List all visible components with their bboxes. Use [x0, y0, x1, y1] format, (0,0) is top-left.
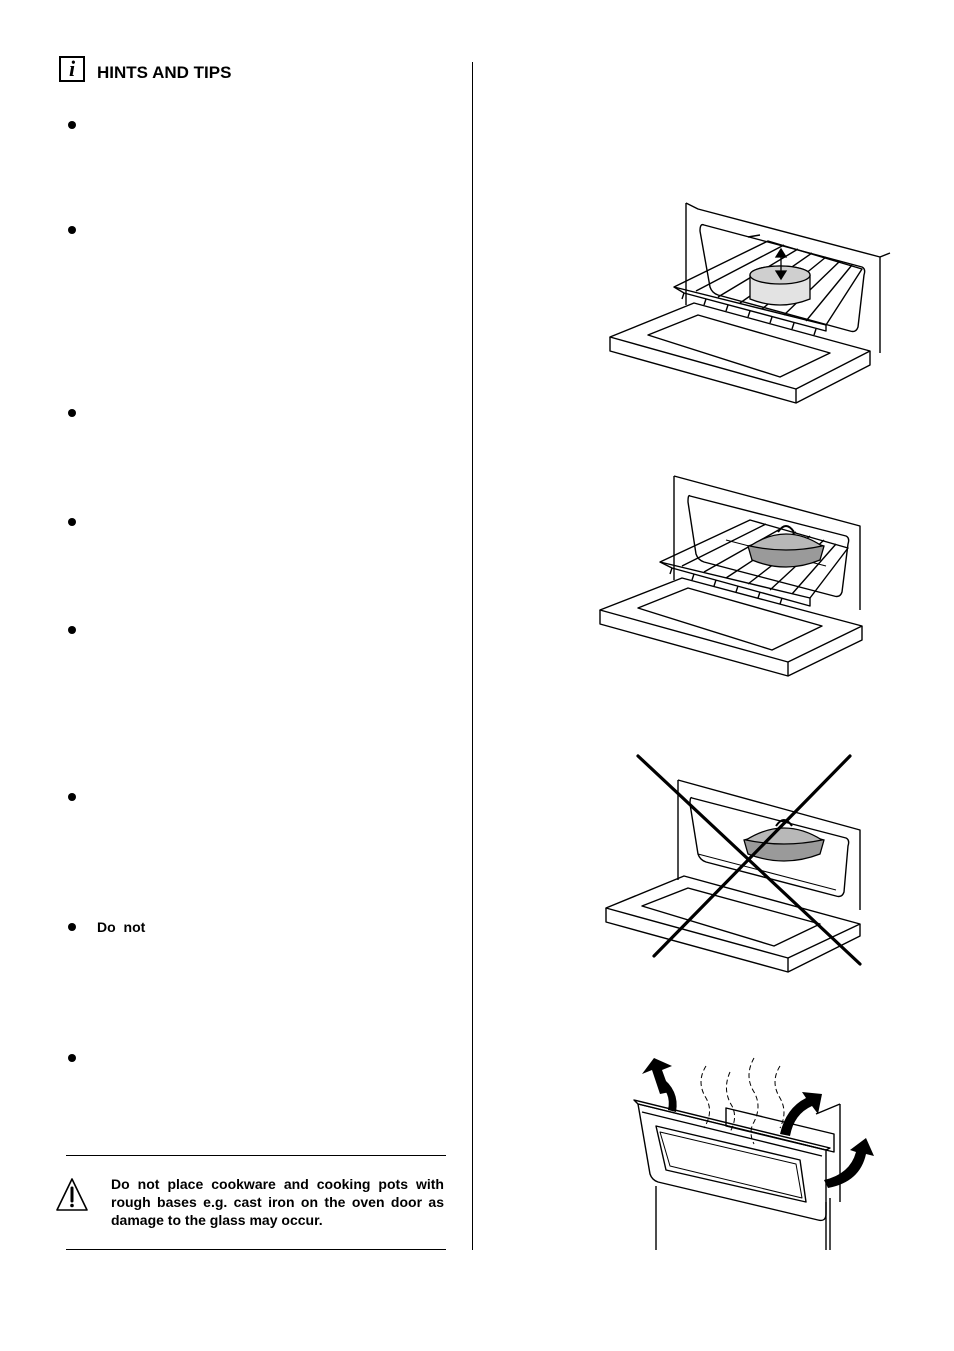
bullet-4 — [68, 518, 76, 526]
bullet-1 — [68, 121, 76, 129]
bullet-3 — [68, 409, 76, 417]
bullet-7 — [68, 923, 76, 931]
section-title: HINTS AND TIPS — [97, 63, 232, 82]
oven-shelf-dish-icon — [609, 202, 891, 404]
tip-text-7: Do not — [97, 919, 146, 935]
info-icon: i — [59, 56, 85, 82]
bullet-2 — [68, 226, 76, 234]
warning-rule-top — [66, 1155, 446, 1156]
warning-triangle-icon — [56, 1178, 88, 1211]
oven-shelf-casserole-icon — [599, 475, 863, 677]
bullet-5 — [68, 626, 76, 634]
oven-door-steam-icon — [633, 1057, 874, 1250]
bullet-8 — [68, 1054, 76, 1062]
warning-text: Do not place cookware and cooking pots w… — [111, 1176, 444, 1228]
warning-rule-bottom — [66, 1249, 446, 1250]
bullet-6 — [68, 793, 76, 801]
column-divider — [472, 62, 473, 1250]
oven-door-crossed-out-icon — [605, 754, 862, 973]
